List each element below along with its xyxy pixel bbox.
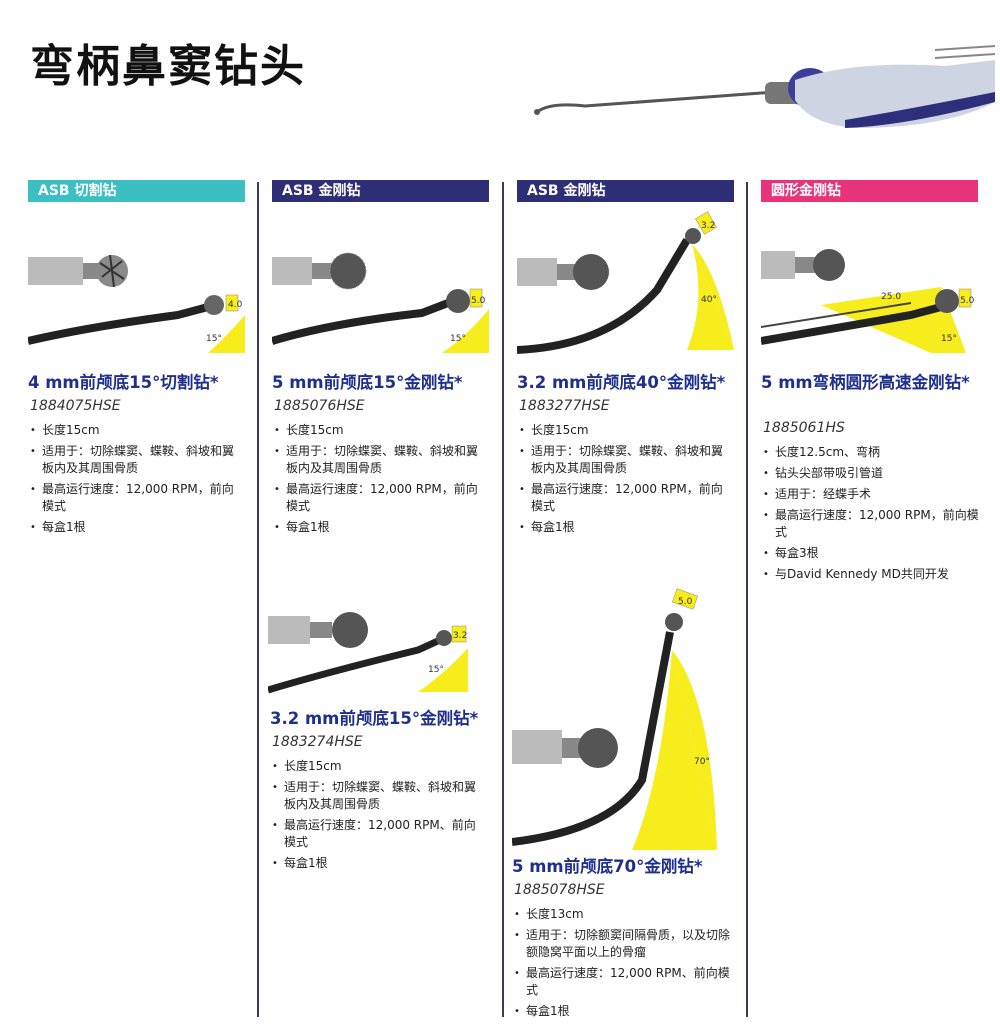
bullet-length: 长度12.5cm、弯柄 (763, 444, 988, 461)
bullet-application: 适用于：切除蝶窦、蝶鞍、斜坡和翼板内及其周围骨质 (272, 779, 487, 813)
tip-size-label: 5.0 (678, 597, 693, 607)
product-bullets: 长度15cm 适用于：切除蝶窦、蝶鞍、斜坡和翼板内及其周围骨质 最高运行速度：1… (30, 422, 245, 540)
bullet-application: 适用于：切除蝶窦、蝶鞍、斜坡和翼板内及其周围骨质 (519, 443, 734, 477)
product-bullets: 长度15cm 适用于：切除蝶窦、蝶鞍、斜坡和翼板内及其周围骨质 最高运行速度：1… (519, 422, 734, 540)
bullet-length: 长度15cm (30, 422, 245, 439)
tip-size-label: 3.2 (453, 631, 467, 641)
bullet-application: 适用于：切除额窦间隔骨质，以及切除额隐窝平面以上的骨瘤 (514, 927, 734, 961)
bullet-max-speed: 最高运行速度：12,000 RPM，前向模式 (763, 507, 988, 541)
bullet-application: 适用于：切除蝶窦、蝶鞍、斜坡和翼板内及其周围骨质 (30, 443, 245, 477)
product-name: 4 mm前颅底15°切割钻* (28, 373, 219, 392)
product-code: 1885061HS (763, 420, 845, 436)
product-name: 3.2 mm前颅底15°金刚钻* (270, 709, 479, 728)
product-name: 3.2 mm前颅底40°金刚钻* (517, 373, 726, 392)
product-bullets: 长度15cm 适用于：切除蝶窦、蝶鞍、斜坡和翼板内及其周围骨质 最高运行速度：1… (272, 758, 487, 876)
category-asb-cutting-bur: ASB 切割钻 (28, 180, 245, 202)
tip-size-label: 3.2 (701, 221, 715, 231)
product-bullets: 长度12.5cm、弯柄 钻头尖部带吸引管道 适用于：经蝶手术 最高运行速度：12… (763, 444, 988, 587)
bullet-max-speed: 最高运行速度：12,000 RPM，前向模式 (519, 481, 734, 515)
product-code: 1883277HSE (519, 398, 610, 414)
bullet-max-speed: 最高运行速度：12,000 RPM、前向模式 (272, 817, 487, 851)
product-name: 5 mm前颅底70°金刚钻* (512, 857, 703, 876)
product-image-1884075HSE: 4.0 15° (28, 254, 245, 353)
handpiece-illustration (534, 45, 996, 128)
bullet-suction: 钻头尖部带吸引管道 (763, 465, 988, 482)
bullet-max-speed: 最高运行速度：12,000 RPM，前向模式 (30, 481, 245, 515)
bullet-quantity: 每盒1根 (274, 519, 489, 536)
bullet-quantity: 每盒1根 (30, 519, 245, 536)
bullet-quantity: 每盒3根 (763, 545, 988, 562)
product-code: 1883274HSE (272, 734, 363, 750)
bullet-max-speed: 最高运行速度：12,000 RPM，前向模式 (274, 481, 489, 515)
product-image-1883277HSE: 3.2 40° (517, 211, 734, 354)
category-round-diamond-bur: 圆形金刚钻 (761, 180, 978, 202)
angle-label: 15° (206, 334, 222, 344)
angle-label: 15° (941, 334, 957, 344)
bullet-length: 长度13cm (514, 906, 734, 923)
bullet-quantity: 每盒1根 (519, 519, 734, 536)
bullet-quantity: 每盒1根 (514, 1003, 734, 1020)
bullet-codeveloper: 与David Kennedy MD共同开发 (763, 566, 988, 583)
page-title: 弯柄鼻窦钻头 (30, 41, 306, 92)
length-label: 25.0 (881, 292, 901, 302)
product-image-1885078HSE: 5.0 70° (512, 588, 717, 850)
category-asb-diamond-bur-2: ASB 金刚钻 (517, 180, 734, 202)
tip-size-label: 4.0 (228, 300, 243, 310)
bullet-max-speed: 最高运行速度：12,000 RPM、前向模式 (514, 965, 734, 999)
product-code: 1884075HSE (30, 398, 121, 414)
product-code: 1885076HSE (274, 398, 365, 414)
product-image-1885061HS: 5.0 25.0 15° (761, 249, 975, 353)
bullet-application: 适用于：切除蝶窦、蝶鞍、斜坡和翼板内及其周围骨质 (274, 443, 489, 477)
product-name: 5 mm弯柄圆形高速金刚钻* (761, 373, 970, 392)
product-name: 5 mm前颅底15°金刚钻* (272, 373, 463, 392)
product-image-1885076HSE: 5.0 15° (272, 252, 489, 353)
product-code: 1885078HSE (514, 882, 605, 898)
angle-label: 70° (694, 757, 710, 767)
product-bullets: 长度13cm 适用于：切除额窦间隔骨质，以及切除额隐窝平面以上的骨瘤 最高运行速… (514, 906, 734, 1024)
product-bullets: 长度15cm 适用于：切除蝶窦、蝶鞍、斜坡和翼板内及其周围骨质 最高运行速度：1… (274, 422, 489, 540)
bullet-application: 适用于：经蝶手术 (763, 486, 988, 503)
bullet-quantity: 每盒1根 (272, 855, 487, 872)
product-image-1883274HSE: 3.2 15° (268, 612, 468, 694)
tip-size-label: 5.0 (960, 296, 975, 306)
category-asb-diamond-bur: ASB 金刚钻 (272, 180, 489, 202)
bullet-length: 长度15cm (272, 758, 487, 775)
angle-label: 40° (701, 295, 717, 305)
angle-label: 15° (428, 665, 444, 675)
bullet-length: 长度15cm (274, 422, 489, 439)
bullet-length: 长度15cm (519, 422, 734, 439)
tip-size-label: 5.0 (471, 296, 486, 306)
angle-label: 15° (450, 334, 466, 344)
